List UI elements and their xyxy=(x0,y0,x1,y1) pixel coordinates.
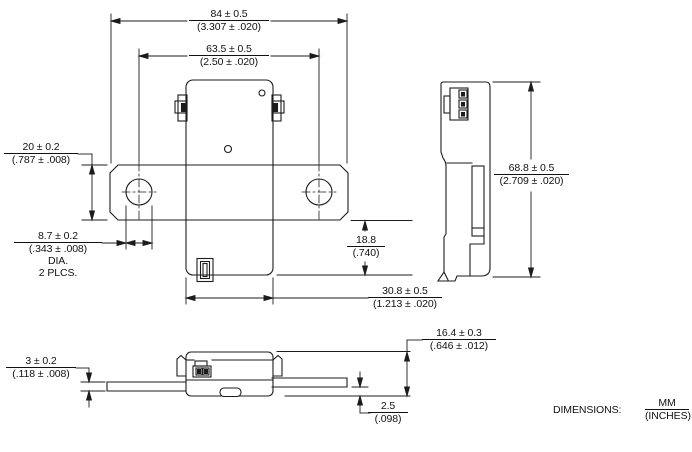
units-note-fraction: MM (INCHES) xyxy=(645,397,691,422)
front-view xyxy=(109,79,349,283)
dim-lower-body-height-in: (.740) xyxy=(352,247,380,259)
dim-plate-offset-mm: 2.5 xyxy=(368,400,408,413)
dim-side-height-in: (2.709 ± .020) xyxy=(499,175,564,187)
left-plate xyxy=(106,381,187,392)
bottom-right-ear xyxy=(272,354,283,377)
dim-hole-diameter-note1: DIA. xyxy=(47,255,69,267)
dim-flange-height-in: (.787 ± .008) xyxy=(11,154,71,166)
dim-hole-diameter-note2: 2 PLCS. xyxy=(38,267,78,279)
dim-overall-width-mm: 84 ± 0.5 xyxy=(189,8,269,21)
bottom-nub xyxy=(219,387,242,398)
dim-plate-offset-in: (.098) xyxy=(374,413,402,425)
mounting-flange xyxy=(109,164,349,221)
dim-plate-thickness: 3 ± 0.2 (.118 ± .008) xyxy=(6,355,76,380)
units-note-inches: (INCHES) xyxy=(645,410,691,422)
dim-plate-offset: 2.5 (.098) xyxy=(368,400,408,425)
dim-side-height-mm: 68.8 ± 0.5 xyxy=(494,162,569,175)
dim-body-width-mm: 30.8 ± 0.5 xyxy=(368,285,442,298)
centerlines xyxy=(121,162,337,222)
dim-lower-body-height-mm: 18.8 xyxy=(347,234,385,247)
dim-hole-diameter: 8.7 ± 0.2 (.343 ± .008) DIA. 2 PLCS. xyxy=(14,230,102,279)
pilot-hole-small xyxy=(258,89,266,97)
dim-hole-diameter-in: (.343 ± .008) xyxy=(28,243,88,255)
dim-body-width-in: (1.213 ± .020) xyxy=(373,298,437,310)
dim-flange-height-mm: 20 ± 0.2 xyxy=(4,141,78,154)
right-plate xyxy=(271,377,348,388)
dim-hole-diameter-mm: 8.7 ± 0.2 xyxy=(14,230,102,243)
dim-bottom-depth-in: (.646 ± .012) xyxy=(429,340,489,352)
bottom-connector xyxy=(192,360,212,378)
dim-lower-body-height: 18.8 (.740) xyxy=(347,234,385,259)
side-connector xyxy=(443,87,469,121)
units-note-mm: MM xyxy=(645,397,689,410)
dim-side-height: 68.8 ± 0.5 (2.709 ± .020) xyxy=(494,162,569,187)
dim-bottom-depth-mm: 16.4 ± 0.3 xyxy=(422,327,496,340)
dim-plate-thickness-in: (.118 ± .008) xyxy=(12,368,70,380)
dim-hole-spacing-mm: 63.5 ± 0.5 xyxy=(189,43,269,56)
bottom-left-ear xyxy=(176,354,187,377)
dim-overall-width-in: (3.307 ± .020) xyxy=(197,21,261,33)
dim-bottom-depth: 16.4 ± 0.3 (.646 ± .012) xyxy=(422,327,496,352)
dimension-lines xyxy=(75,13,541,414)
center-hole xyxy=(223,144,233,154)
dim-hole-spacing-in: (2.50 ± .020) xyxy=(199,56,259,68)
dim-hole-spacing: 63.5 ± 0.5 (2.50 ± .020) xyxy=(189,43,269,68)
dim-body-width: 30.8 ± 0.5 (1.213 ± .020) xyxy=(368,285,442,310)
dim-flange-height: 20 ± 0.2 (.787 ± .008) xyxy=(4,141,78,166)
side-slot xyxy=(471,165,485,237)
units-note-label: DIMENSIONS: xyxy=(553,404,622,416)
side-view xyxy=(436,81,491,282)
body-outline xyxy=(185,79,274,276)
front-bottom-connector xyxy=(196,257,214,283)
bottom-view xyxy=(106,351,348,398)
side-outline xyxy=(436,81,491,282)
dim-plate-thickness-mm: 3 ± 0.2 xyxy=(6,355,76,368)
dim-overall-width: 84 ± 0.5 (3.307 ± .020) xyxy=(189,8,269,33)
